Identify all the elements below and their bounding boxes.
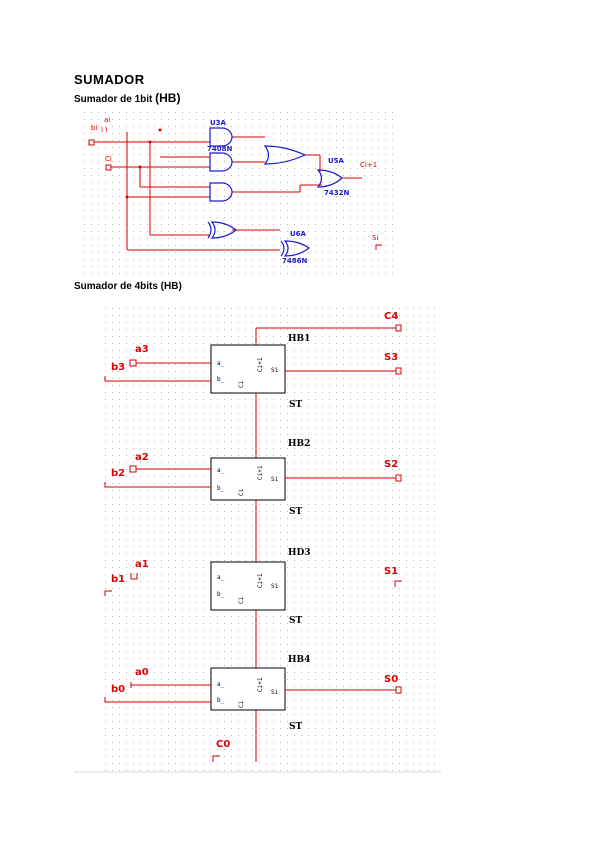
label-bi: bi — [91, 124, 97, 132]
label-b1: b1 — [111, 574, 125, 585]
section-title-4bits: Sumador de 4bits (HB) — [74, 281, 182, 292]
pin-s0 — [395, 686, 402, 694]
xor-gate-u6a — [283, 240, 311, 257]
and-gate-1 — [209, 127, 233, 147]
block-hd3-pin-s: Si — [271, 583, 279, 590]
block-hb1-pin-b: b_ — [217, 376, 225, 383]
or-gate-u5a — [316, 169, 343, 188]
block-hb1-name: HB1 — [288, 334, 310, 344]
xor-gate-1-curve — [207, 221, 212, 239]
label-7432n: 7432N — [324, 189, 349, 197]
block-hb4-st: ST — [289, 722, 302, 732]
or-gate-1 — [263, 145, 307, 165]
block-hb4: HB4 ST a_ b_ Si Ci Ci+1 a0 b0 S0 — [104, 655, 402, 732]
block-hb1-pin-ci: Ci — [238, 380, 245, 388]
pin-s2 — [395, 474, 402, 482]
block-hd3-box — [210, 561, 286, 611]
wire-b2 — [104, 482, 211, 488]
label-s1: S1 — [384, 566, 398, 577]
block-hb4-pin-b: b_ — [217, 697, 225, 704]
block-hd3-st: ST — [289, 616, 302, 626]
block-hb4-pin-ci: Ci — [238, 700, 245, 708]
label-u6a: U6A — [290, 230, 307, 238]
gates-1bit — [207, 127, 343, 257]
and-gate-3 — [209, 182, 233, 202]
label-a0: a0 — [135, 667, 149, 678]
block-hb4-name: HB4 — [288, 655, 310, 665]
label-a1: a1 — [135, 559, 149, 570]
block-hd3-pin-ci: Ci — [238, 596, 245, 604]
block-hb1-box — [210, 344, 286, 394]
block-hb1-st: ST — [289, 400, 302, 410]
label-c0: C0 — [216, 739, 230, 750]
page-title: SUMADOR — [74, 72, 145, 87]
block-hb2-pin-b: b_ — [217, 485, 225, 492]
label-a2: a2 — [135, 452, 149, 463]
block-hb2-pin-a: a_ — [217, 467, 225, 474]
block-hd3-pin-co: Ci+1 — [257, 573, 264, 588]
block-hb1: HB1 ST a_ b_ Si Ci Ci+1 a3 b3 S3 — [104, 334, 402, 410]
xor-gate-1 — [210, 221, 237, 239]
block-hb1-pin-co: Ci+1 — [257, 357, 264, 372]
label-u3a: U3A — [210, 119, 227, 127]
wire-b0 — [104, 697, 211, 703]
label-ci: Ci — [105, 155, 112, 163]
wire-a0 — [130, 682, 211, 688]
block-hb4-pin-co: Ci+1 — [257, 677, 264, 692]
block-hb2-pin-s: Si — [271, 476, 279, 483]
xor-gate-u6a-curve — [280, 240, 285, 257]
block-hb2-box — [210, 457, 286, 501]
block-hb2-pin-co: Ci+1 — [257, 465, 264, 480]
block-hb2-st: ST — [289, 507, 302, 517]
pin-si — [375, 244, 382, 250]
block-hb4-pin-s: Si — [271, 689, 279, 696]
circuit-4bits: C4 C0 HB1 ST a_ b_ Si Ci Ci+1 a3 b3 S3 H… — [74, 302, 441, 773]
label-u5a: U5A — [328, 157, 345, 165]
pin-a1 — [130, 573, 138, 580]
section-title-1bit-text: Sumador de 1bit — [74, 94, 153, 105]
pin-c0 — [212, 755, 220, 762]
pin-c4 — [395, 324, 402, 332]
block-hb2-name: HB2 — [288, 439, 310, 449]
pin-s1 — [394, 580, 402, 587]
label-a3: a3 — [135, 344, 149, 355]
label-b2: b2 — [111, 468, 125, 479]
block-hd3-pin-b: b_ — [217, 591, 225, 598]
and-gate-2 — [209, 152, 233, 172]
label-si: Si — [372, 234, 378, 242]
label-c4: C4 — [384, 311, 398, 322]
block-hb2: HB2 ST a_ b_ Si Ci Ci+1 a2 b2 S2 — [104, 439, 402, 517]
section-title-1bit: Sumador de 1bit (HB) — [74, 91, 180, 105]
label-ci1: Ci+1 — [360, 161, 377, 169]
label-b0: b0 — [111, 684, 125, 695]
label-ai-ticks: I I — [101, 126, 107, 134]
pin-s3 — [395, 367, 402, 375]
label-s0: S0 — [384, 674, 398, 685]
block-hb1-pin-s: Si — [271, 367, 279, 374]
section-title-1bit-hb: (HB) — [155, 91, 181, 105]
label-s2: S2 — [384, 459, 398, 470]
label-b3: b3 — [111, 362, 125, 373]
block-hd3-name: HD3 — [288, 548, 311, 558]
block-hd3-pin-a: a_ — [217, 574, 225, 581]
block-hb2-pin-ci: Ci — [238, 488, 245, 496]
block-hd3: HD3 ST a_ b_ Si Ci Ci+1 a1 b1 S1 — [104, 548, 402, 626]
block-hb1-pin-a: a_ — [217, 360, 225, 367]
block-hb4-box — [210, 667, 286, 711]
block-hb4-pin-a: a_ — [217, 681, 225, 688]
pin-b1 — [104, 590, 112, 596]
circuit-1bit: bi ai I I Ci — [78, 110, 398, 275]
wire-b3 — [104, 376, 211, 382]
label-7408n: 7408N — [207, 145, 232, 153]
label-7486n: 7486N — [282, 257, 307, 265]
label-s3: S3 — [384, 352, 398, 363]
label-ai: ai — [104, 116, 110, 124]
